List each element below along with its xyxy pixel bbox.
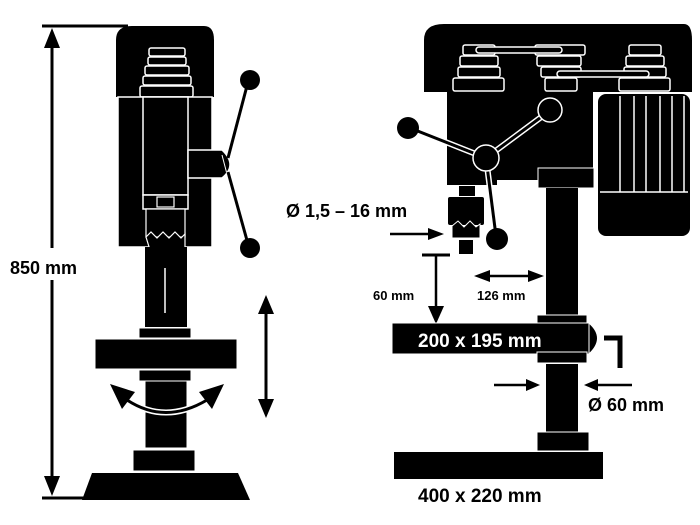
total-height-label: 850 mm: [10, 258, 77, 278]
column-base-flange: [132, 449, 196, 472]
base-size-label: 400 x 220 mm: [418, 486, 542, 507]
table-crank-handle[interactable]: [604, 335, 623, 368]
work-table: [94, 338, 238, 370]
feed-handles[interactable]: [397, 97, 563, 250]
pulleys: [452, 44, 671, 92]
arrow-right-icon: [526, 379, 540, 391]
handle-knob-icon[interactable]: [240, 70, 260, 90]
arrow-down-icon: [428, 306, 444, 324]
base: [82, 473, 250, 500]
table-clamp: [588, 321, 598, 356]
throat-depth-label: 126 mm: [477, 288, 525, 303]
pulley-stack: [139, 47, 194, 98]
work-table: [391, 322, 590, 355]
column-base-flange: [536, 431, 590, 452]
arrow-left-icon: [584, 379, 598, 391]
lower-column: [546, 364, 578, 432]
table-size-label: 200 x 195 mm: [418, 331, 542, 352]
column-collar: [537, 167, 595, 189]
spindle-travel-label: 60 mm: [373, 288, 414, 303]
quill: [142, 96, 189, 196]
handle-knob-icon[interactable]: [240, 238, 260, 258]
handle-knob-icon[interactable]: [486, 228, 508, 250]
handle-knob-icon[interactable]: [537, 97, 563, 123]
arrow-up-icon: [44, 28, 60, 48]
column-diameter-dimension: Ø 60 mm: [494, 379, 664, 415]
side-view: 850 mm: [10, 24, 274, 500]
table-height-arrow-icon: [258, 295, 274, 418]
arrow-right-icon: [428, 228, 444, 240]
handle-knob-icon[interactable]: [397, 117, 419, 139]
base: [394, 452, 603, 479]
chuck-capacity-label: Ø 1,5 – 16 mm: [286, 201, 407, 221]
column: [546, 188, 578, 318]
feed-hub: [472, 144, 500, 172]
front-view: Ø 1,5 – 16 mm 60 mm 126 mm 200 x 195 mm: [286, 24, 692, 507]
arrow-down-icon: [44, 476, 60, 496]
table-swivel-arrow-icon: [110, 384, 224, 416]
height-dimension: 850 mm: [10, 24, 128, 500]
feed-hub: [187, 149, 231, 179]
chuck: [448, 186, 484, 254]
throat-depth-dimension: 126 mm: [474, 270, 544, 303]
feed-handles[interactable]: [226, 70, 260, 258]
spindle-travel-dimension: 60 mm: [373, 253, 450, 324]
motor: [598, 94, 690, 236]
column-diameter-label: Ø 60 mm: [588, 395, 664, 415]
